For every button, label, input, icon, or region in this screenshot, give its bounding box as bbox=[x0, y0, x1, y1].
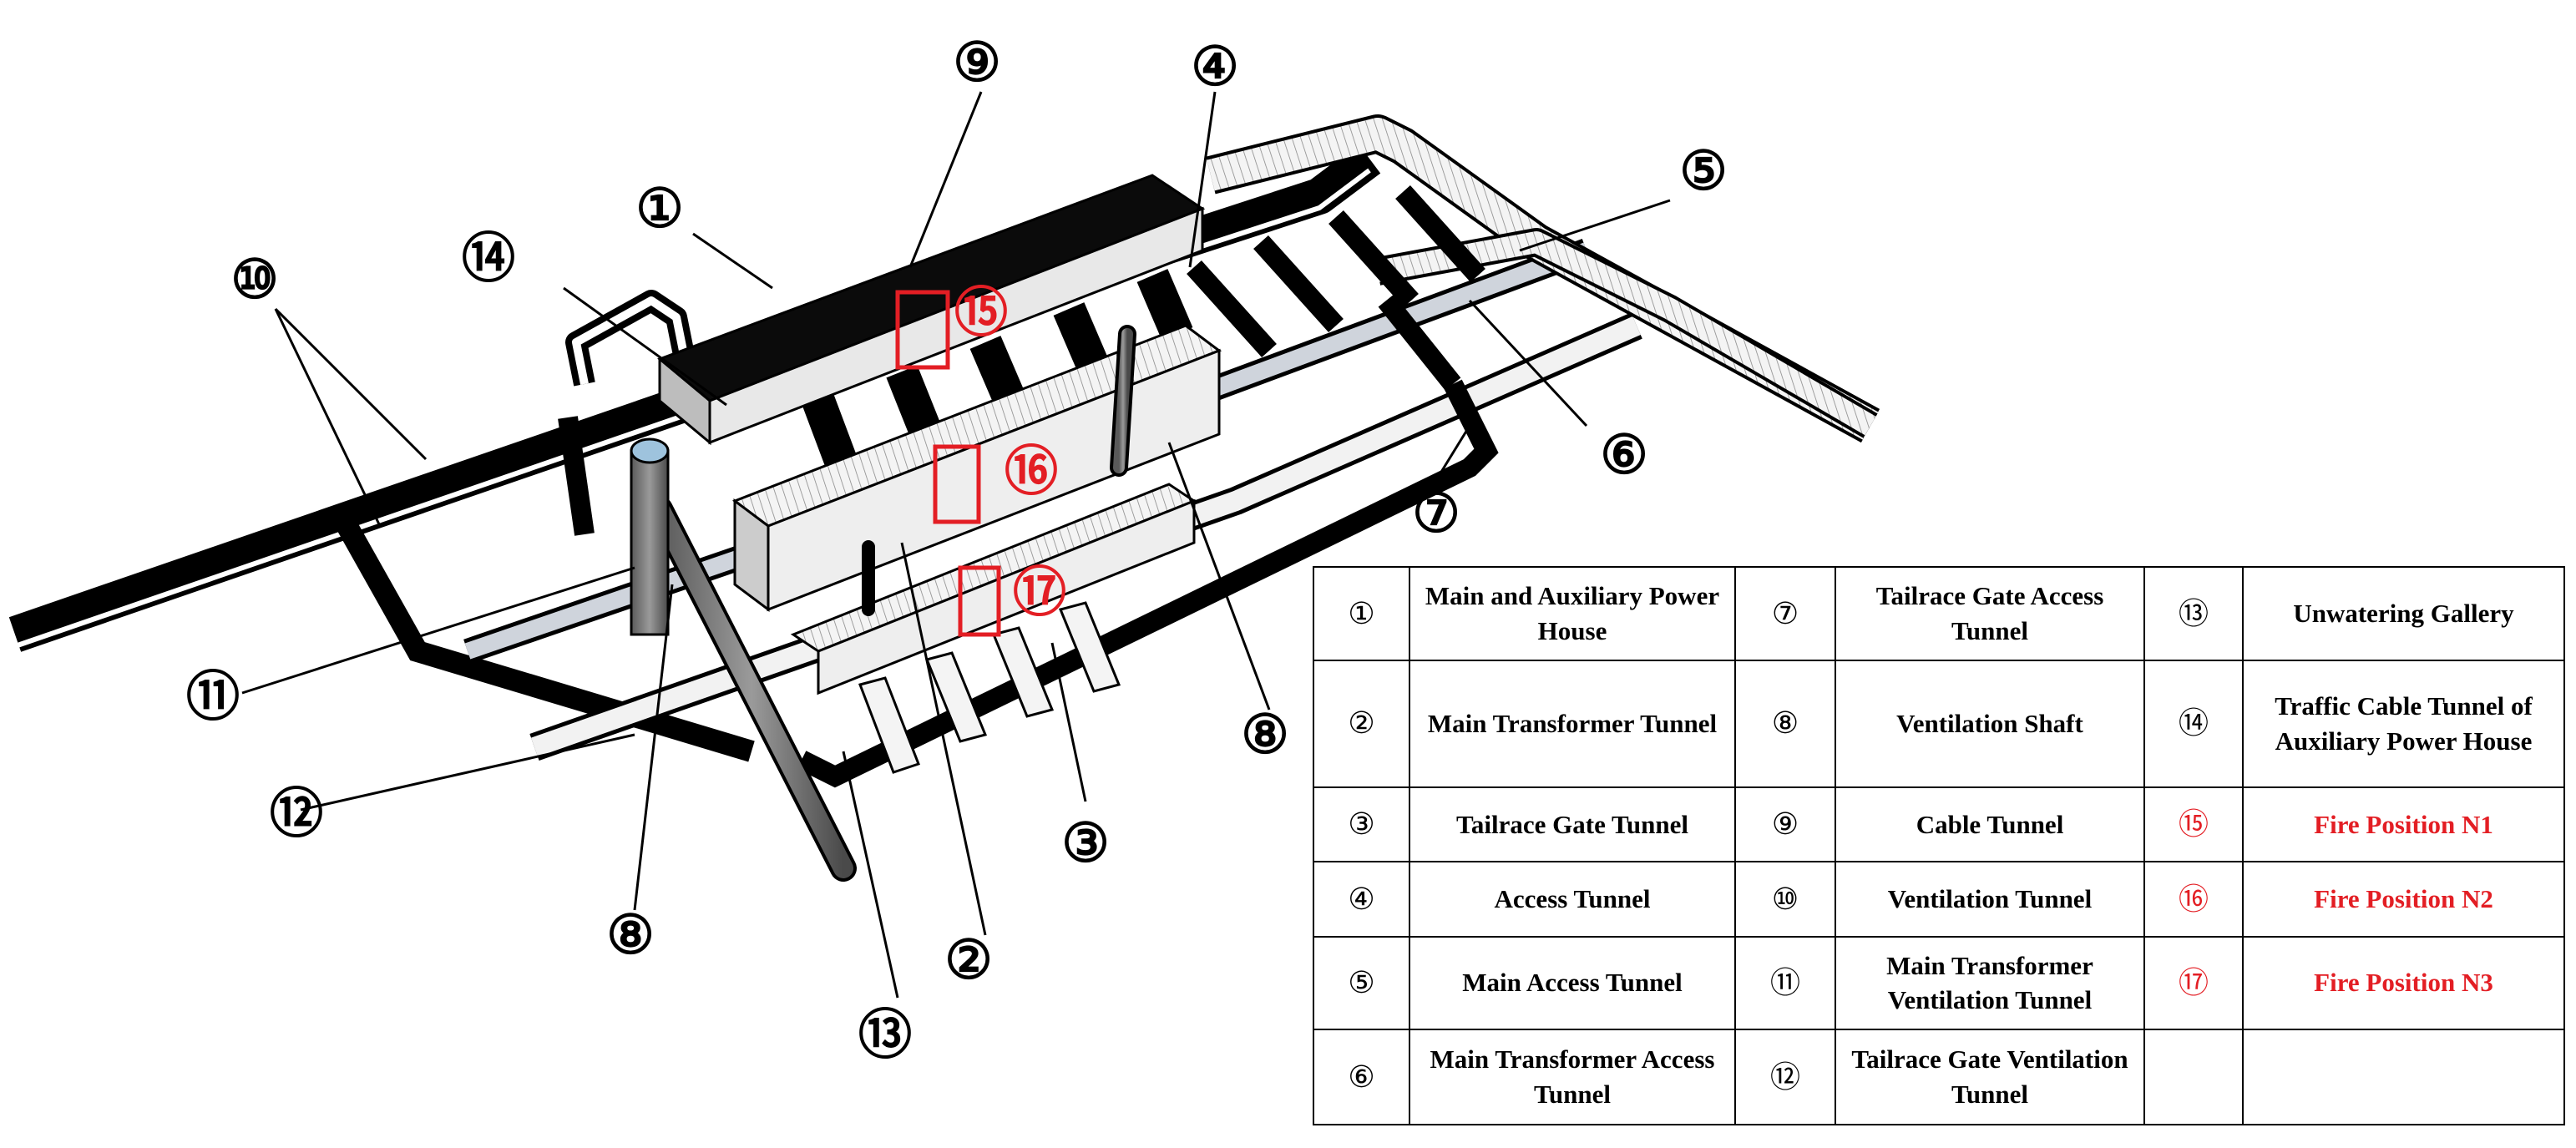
legend-number bbox=[2143, 1029, 2244, 1125]
tailrace-gate-ventilation-tunnel bbox=[529, 312, 1642, 761]
legend-label: Tailrace Gate Access Tunnel bbox=[1835, 566, 2145, 661]
traffic-cable-tunnel bbox=[565, 290, 696, 387]
fire-position-n3-marker bbox=[958, 565, 1001, 637]
callout-5: ⑤ bbox=[1679, 142, 1727, 201]
legend-row: ① Main and Auxiliary Power House ⑦ Tailr… bbox=[1313, 566, 2565, 661]
legend-number: ⑭ bbox=[2143, 659, 2244, 788]
legend-row: ⑤ Main Access Tunnel ⑪ Main Transformer … bbox=[1313, 935, 2565, 1031]
legend-number: ⑨ bbox=[1734, 786, 1836, 863]
tailrace-gate-tunnels bbox=[858, 601, 1121, 774]
legend-row: ④ Access Tunnel ⑩ Ventilation Tunnel ⑯ F… bbox=[1313, 861, 2565, 938]
legend-number: ⑫ bbox=[1734, 1029, 1836, 1125]
legend-table: ① Main and Auxiliary Power House ⑦ Tailr… bbox=[1313, 566, 2565, 1125]
legend-number: ① bbox=[1313, 566, 1410, 661]
callout-17: ⑰ bbox=[1013, 564, 1066, 623]
legend-label: Traffic Cable Tunnel of Auxiliary Power … bbox=[2242, 659, 2565, 788]
callout-12: ⑫ bbox=[270, 785, 323, 844]
callout-13: ⑬ bbox=[858, 1006, 912, 1065]
legend-row: ⑥ Main Transformer Access Tunnel ⑫ Tailr… bbox=[1313, 1029, 2565, 1125]
legend-number: ⑰ bbox=[2143, 935, 2244, 1031]
legend-label: Main and Auxiliary Power House bbox=[1409, 566, 1736, 661]
legend-label: Cable Tunnel bbox=[1835, 786, 2145, 863]
legend-label: Fire Position N3 bbox=[2242, 935, 2565, 1031]
callout-8-right: ⑧ bbox=[1241, 705, 1288, 765]
callout-6: ⑥ bbox=[1600, 426, 1647, 485]
legend-label: Fire Position N1 bbox=[2242, 786, 2565, 863]
callout-7: ⑦ bbox=[1412, 484, 1460, 544]
legend-number: ⑬ bbox=[2143, 566, 2244, 661]
legend-label: Fire Position N2 bbox=[2242, 861, 2565, 938]
legend-label bbox=[2242, 1029, 2565, 1125]
legend-number: ⑮ bbox=[2143, 786, 2244, 863]
legend-label: Ventilation Shaft bbox=[1835, 659, 2145, 788]
callout-11: ⑪ bbox=[186, 668, 240, 727]
legend-label: Tailrace Gate Ventilation Tunnel bbox=[1835, 1029, 2145, 1125]
cross-tunnels bbox=[558, 185, 1499, 788]
legend-label: Unwatering Gallery bbox=[2242, 566, 2565, 661]
callout-9: ⑨ bbox=[953, 33, 1000, 93]
leader-lines bbox=[241, 91, 1671, 999]
fire-position-n2-marker bbox=[933, 444, 981, 524]
legend-label: Main Access Tunnel bbox=[1409, 935, 1736, 1031]
legend-label: Main Transformer Ventilation Tunnel bbox=[1835, 935, 2145, 1031]
callout-2: ② bbox=[944, 931, 992, 990]
legend-label: Tailrace Gate Tunnel bbox=[1409, 786, 1736, 863]
legend-label: Access Tunnel bbox=[1409, 861, 1736, 938]
callout-14: ⑭ bbox=[462, 230, 515, 289]
legend-number: ⑩ bbox=[1734, 861, 1836, 938]
callout-15: ⑮ bbox=[954, 284, 1008, 343]
legend-row: ③ Tailrace Gate Tunnel ⑨ Cable Tunnel ⑮ … bbox=[1313, 786, 2565, 863]
legend-number: ⑤ bbox=[1313, 935, 1410, 1031]
legend-label: Ventilation Tunnel bbox=[1835, 861, 2145, 938]
legend-row: ② Main Transformer Tunnel ⑧ Ventilation … bbox=[1313, 659, 2565, 788]
ventilation-shafts bbox=[630, 325, 1136, 882]
main-transformer-tunnel bbox=[731, 324, 1222, 612]
legend-number: ⑥ bbox=[1313, 1029, 1410, 1125]
legend-number: ④ bbox=[1313, 861, 1410, 938]
legend-label: Main Transformer Tunnel bbox=[1409, 659, 1736, 788]
callout-16: ⑯ bbox=[1005, 443, 1058, 502]
legend-number: ⑦ bbox=[1734, 566, 1836, 661]
callout-8-left: ⑧ bbox=[606, 906, 654, 965]
legend-number: ② bbox=[1313, 659, 1410, 788]
fire-position-n1-marker bbox=[895, 290, 950, 370]
main-power-house bbox=[657, 174, 1206, 474]
legend-number: ⑪ bbox=[1734, 935, 1836, 1031]
callout-4: ④ bbox=[1191, 38, 1238, 97]
fire-position-markers bbox=[895, 290, 1001, 637]
callout-3: ③ bbox=[1061, 814, 1109, 873]
legend-label: Main Transformer Access Tunnel bbox=[1409, 1029, 1736, 1125]
legend-number: ⑯ bbox=[2143, 861, 2244, 938]
legend-number: ⑧ bbox=[1734, 659, 1836, 788]
legend-number: ③ bbox=[1313, 786, 1410, 863]
callout-10: ⑩ bbox=[230, 250, 278, 310]
callout-1: ① bbox=[635, 180, 683, 239]
